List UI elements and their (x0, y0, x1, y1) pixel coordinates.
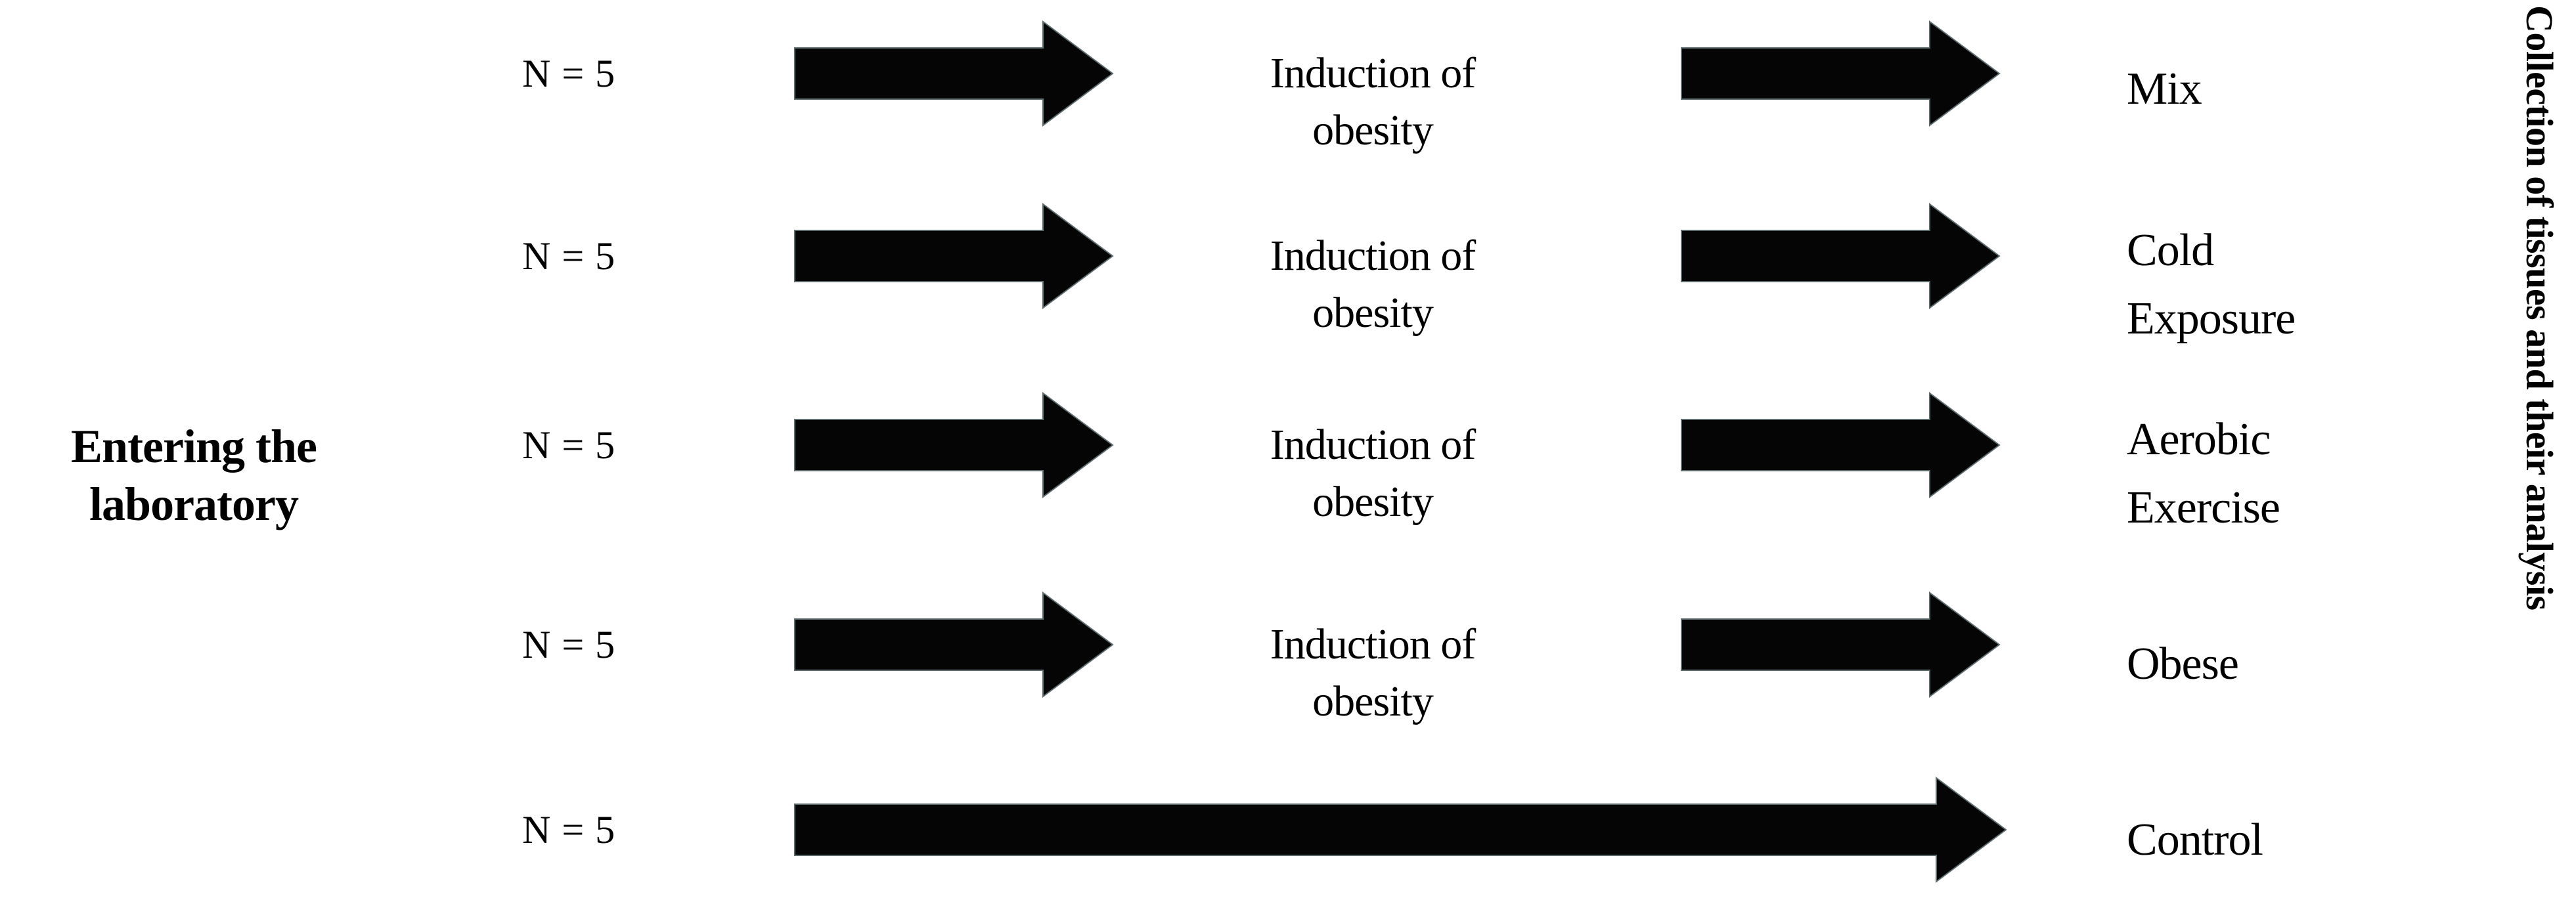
right-block-arrow-icon (1680, 389, 2002, 501)
right-block-arrow-icon (793, 389, 1115, 501)
left-title-line1: Entering the (71, 420, 317, 473)
right-block-arrow-icon (793, 200, 1115, 312)
right-block-arrow-icon (1680, 18, 2002, 129)
n-count-label: N = 5 (522, 52, 616, 95)
group-label-mix: Mix (2127, 64, 2202, 114)
induction-step-label: Induction of obesity (1270, 232, 1476, 337)
right-block-arrow-icon (1680, 589, 2002, 700)
induction-step-label: Induction of obesity (1270, 49, 1476, 154)
left-title-line2: laboratory (89, 478, 299, 530)
n-count-label: N = 5 (522, 423, 616, 467)
right-block-arrow-long-icon (793, 774, 2009, 886)
n-count-label: N = 5 (522, 808, 616, 851)
n-count-label: N = 5 (522, 234, 616, 278)
group-label-obese: Obese (2127, 639, 2239, 689)
induction-step-label: Induction of obesity (1270, 421, 1476, 526)
right-block-arrow-icon (1680, 200, 2002, 312)
group-label-control: Control (2127, 815, 2263, 865)
n-count-label: N = 5 (522, 623, 616, 666)
group-label-aerobic-exercise: Aerobic Exercise (2127, 414, 2280, 533)
group-label-cold-exposure: Cold Exposure (2127, 225, 2296, 344)
induction-step-label: Induction of obesity (1270, 620, 1476, 725)
right-block-arrow-icon (793, 589, 1115, 700)
left-title: Entering the laboratory (39, 418, 348, 533)
right-block-arrow-icon (793, 18, 1115, 129)
right-title: Collection of tissues and their analysis (2518, 5, 2561, 611)
